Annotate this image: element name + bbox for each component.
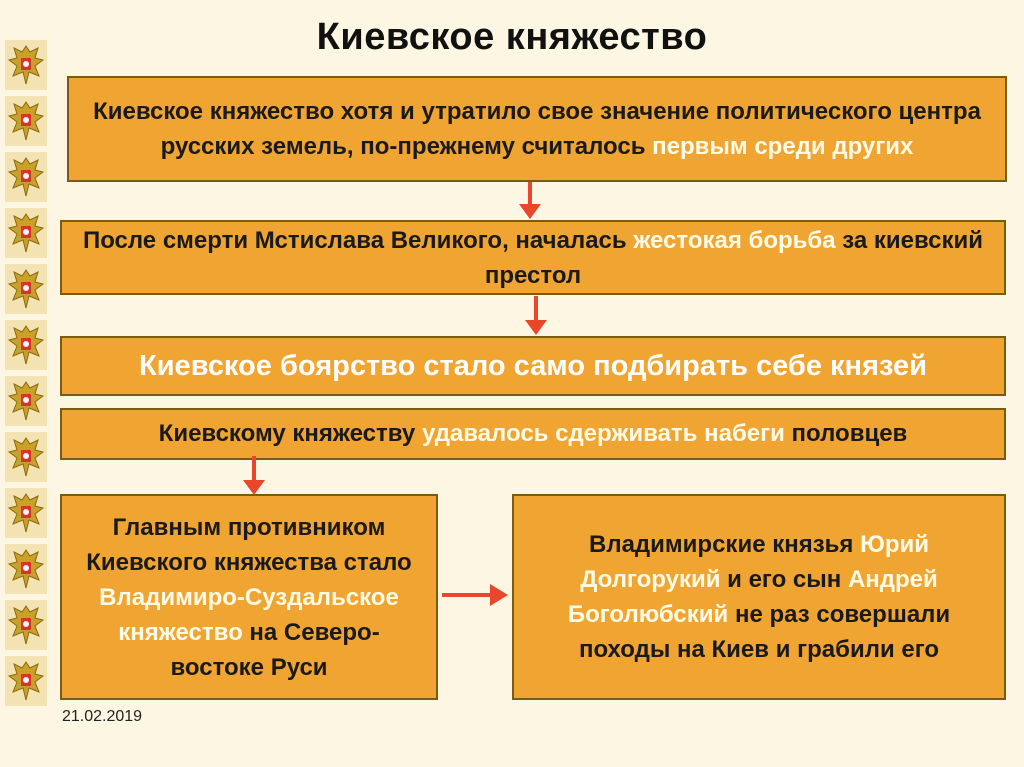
double-headed-eagle-icon xyxy=(5,96,47,146)
double-headed-eagle-icon xyxy=(5,432,47,482)
box-polovtsy-text: Киевскому княжеству удавалось сдерживать… xyxy=(158,420,908,447)
box-main-rival: Главным противником Киевского княжества … xyxy=(60,494,438,700)
double-headed-eagle-icon xyxy=(5,488,47,538)
box-kiev-status: Киевское княжество хотя и утратило свое … xyxy=(67,76,1007,182)
emblem-stripe xyxy=(0,40,52,720)
arrow-down-icon xyxy=(519,182,541,219)
box-polovtsy: Киевскому княжеству удавалось сдерживать… xyxy=(60,408,1006,460)
double-headed-eagle-icon xyxy=(5,656,47,706)
double-headed-eagle-icon xyxy=(5,544,47,594)
box-kiev-status-text: Киевское княжество хотя и утратило свое … xyxy=(93,98,981,160)
box-vladimir-princes: Владимирские князья Юрий Долгорукий и ег… xyxy=(512,494,1006,700)
arrow-down-icon xyxy=(525,296,547,335)
double-headed-eagle-icon xyxy=(5,320,47,370)
double-headed-eagle-icon xyxy=(5,376,47,426)
double-headed-eagle-icon xyxy=(5,152,47,202)
double-headed-eagle-icon xyxy=(5,208,47,258)
box-boyars: Киевское боярство стало само подбирать с… xyxy=(60,336,1006,396)
box-vladimir-princes-text: Владимирские князья Юрий Долгорукий и ег… xyxy=(567,531,951,663)
page-title: Киевское княжество xyxy=(316,16,708,58)
box-struggle-text: После смерти Мстислава Великого, началас… xyxy=(82,226,984,289)
double-headed-eagle-icon xyxy=(5,600,47,650)
double-headed-eagle-icon xyxy=(5,40,47,90)
box-boyars-text: Киевское боярство стало само подбирать с… xyxy=(139,349,927,382)
box-struggle: После смерти Мстислава Великого, началас… xyxy=(60,220,1006,295)
double-headed-eagle-icon xyxy=(5,264,47,314)
box-main-rival-text: Главным противником Киевского княжества … xyxy=(86,513,412,681)
arrow-right-icon xyxy=(442,584,508,606)
slide-date: 21.02.2019 xyxy=(62,708,143,725)
arrow-down-icon xyxy=(243,456,265,495)
